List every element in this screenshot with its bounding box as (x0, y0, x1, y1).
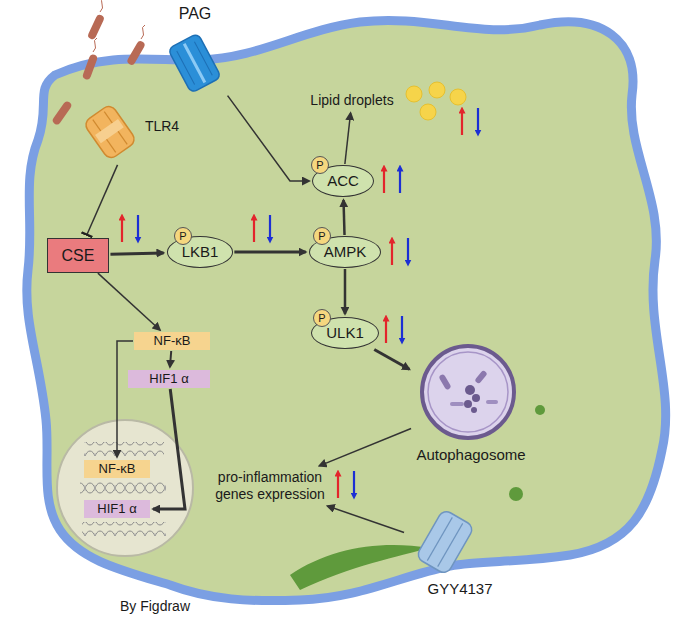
phospho-mark: P (174, 227, 192, 245)
up-arrow-red (121, 217, 123, 242)
node-text: CSE (62, 246, 95, 265)
down-arrow-blue (353, 471, 355, 496)
connector-arrow (87, 165, 118, 235)
node-text: ACC (327, 172, 359, 190)
credit-note: By Figdraw (120, 598, 190, 614)
up-arrow-red (383, 168, 385, 193)
connector-arrow (374, 349, 409, 369)
down-arrow-blue (269, 215, 271, 240)
up-arrow-red (385, 318, 387, 343)
connector-arrow (345, 113, 351, 164)
factor-band: HIF1 α (84, 500, 150, 518)
factor-band: NF-κB (84, 460, 150, 478)
up-arrow-blue (399, 168, 401, 193)
bacterium (51, 100, 72, 126)
down-arrow-blue (477, 108, 479, 133)
connector-arrow (117, 341, 133, 457)
lipid-droplets (406, 82, 466, 120)
dna-strand (80, 482, 166, 496)
down-arrow-blue (407, 238, 409, 263)
channel-node: PAG (163, 4, 227, 98)
node-text: ULK1 (326, 324, 364, 342)
phospho-mark: P (313, 227, 331, 245)
down-arrow-blue (401, 316, 403, 341)
factor-band: NF-κB (134, 332, 210, 350)
bacterium (82, 53, 98, 80)
vesicle-dot (535, 405, 545, 415)
up-arrow-red (337, 473, 339, 498)
factor-band: HIF1 α (128, 370, 210, 388)
node-text: PAG (163, 4, 227, 23)
autophagosome-node: Autophagosome (412, 340, 530, 468)
droplet (420, 104, 436, 120)
up-arrow-red (461, 110, 463, 135)
node-text: Lipid droplets (310, 92, 393, 108)
text-node: pro-inflammation genes expression (208, 467, 332, 505)
connector-arrow (110, 253, 163, 254)
connector-arrow (228, 96, 310, 181)
node-text: NF-κB (90, 461, 144, 477)
flagellum (141, 25, 145, 39)
node-text: HIF1 α (134, 371, 204, 387)
up-arrow-red (391, 240, 393, 265)
phospho-mark: P (313, 309, 331, 327)
channel-node: GYY4137 (405, 500, 515, 604)
flagellum (100, 0, 104, 12)
connector-arrow (234, 251, 305, 254)
droplet (450, 89, 466, 105)
bacterium (87, 14, 105, 41)
droplet (429, 82, 445, 98)
node-text: pro-inflammation genes expression (210, 469, 330, 503)
bacteria (51, 0, 146, 126)
node-text: Autophagosome (412, 446, 530, 464)
phospho-mark: P (311, 156, 329, 174)
node-text: AMPK (324, 243, 367, 261)
node-text: NF-κB (140, 333, 204, 349)
up-arrow-red (253, 217, 255, 242)
node-text: LKB1 (182, 243, 219, 261)
bacterium (126, 40, 146, 67)
text-node: Lipid droplets (306, 90, 397, 110)
nucleus (57, 420, 193, 556)
connector-arrow (342, 200, 345, 235)
connector-arrow (153, 389, 185, 509)
node-text: GYY4137 (405, 580, 515, 598)
connector-arrow (328, 506, 405, 533)
droplet (406, 86, 422, 102)
cell-membrane (27, 20, 666, 600)
node-text: HIF1 α (90, 501, 144, 517)
dna-strand (82, 522, 166, 536)
connector-arrow (170, 351, 171, 367)
connector-arrow (344, 269, 347, 314)
dna-strand (84, 442, 164, 456)
vesicle-dot (509, 487, 523, 501)
receptor-node: TLR4 (80, 100, 184, 164)
down-arrow-blue (137, 215, 139, 240)
flagellum (93, 38, 97, 52)
membrane-fold (290, 545, 430, 590)
node-text: TLR4 (142, 118, 182, 135)
connector-arrow (319, 428, 411, 465)
process-box: CSE (47, 238, 110, 273)
connector-arrow (98, 273, 160, 330)
